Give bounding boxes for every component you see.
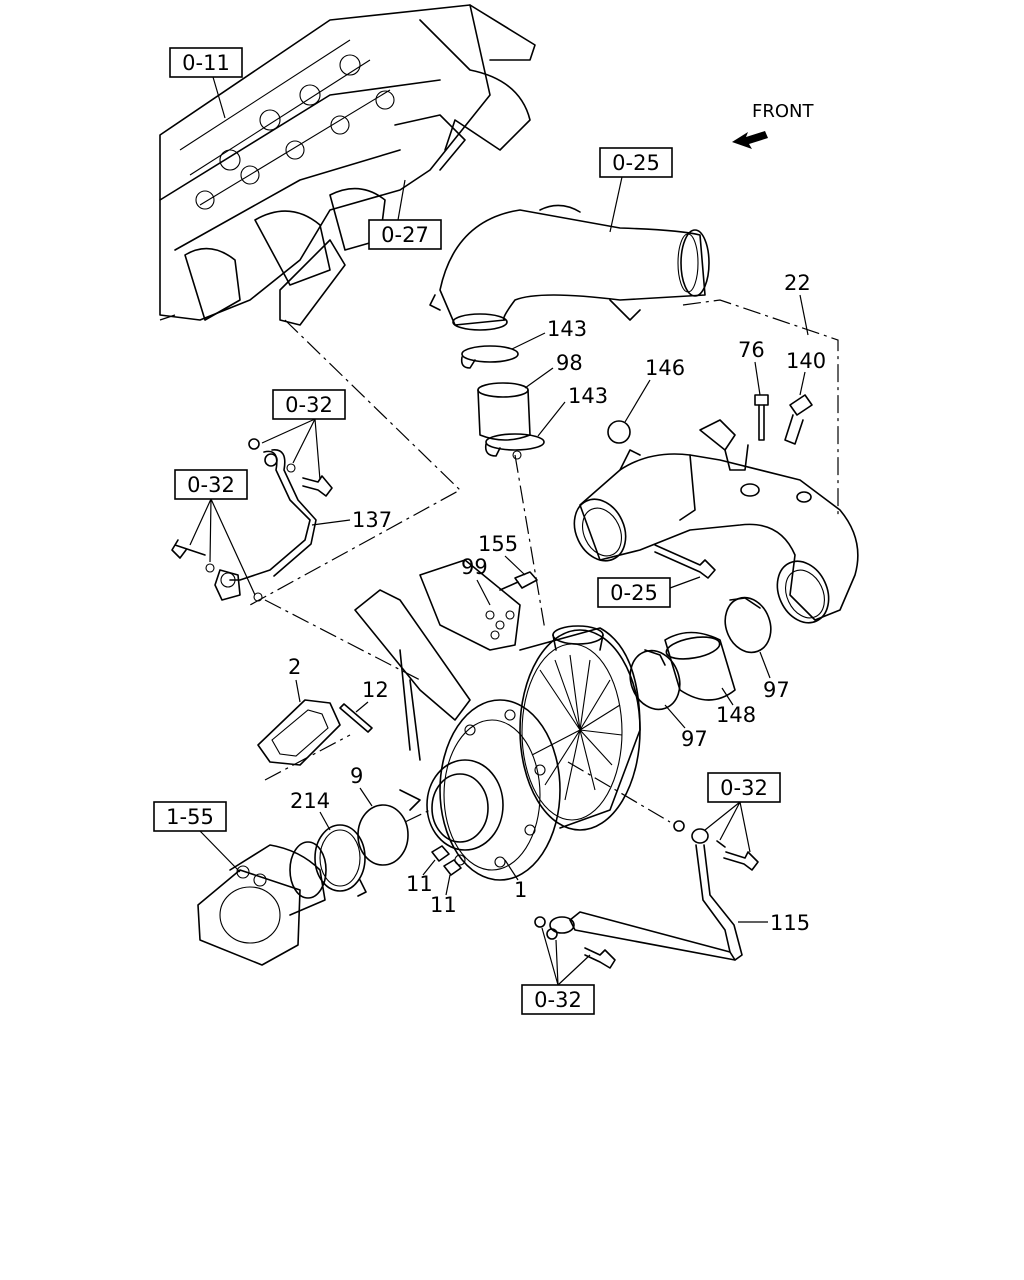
front-label: FRONT bbox=[752, 101, 814, 122]
part-label-11-upper[interactable]: 11 bbox=[406, 872, 433, 896]
assembly-guide-lines bbox=[159, 299, 839, 823]
part-label-22[interactable]: 22 bbox=[784, 271, 811, 295]
ref-box-cylinder-head[interactable]: 0-11 bbox=[169, 47, 243, 78]
ref-leader-oil-return-1 bbox=[704, 801, 751, 853]
ref-leader-oil-feed-upper-1 bbox=[261, 418, 321, 481]
ref-leader-cylinder-head bbox=[212, 76, 226, 119]
exhaust-adapter-drawing bbox=[197, 804, 409, 966]
svg-text:0-25: 0-25 bbox=[610, 581, 658, 605]
part-label-11-lower[interactable]: 11 bbox=[430, 893, 457, 917]
intake-elbow-pipe-drawing bbox=[429, 204, 710, 331]
ref-box-oil-return-1[interactable]: 0-32 bbox=[707, 772, 781, 803]
ref-box-pipe-clamp[interactable]: 0-25 bbox=[597, 577, 671, 608]
part-label-143-upper[interactable]: 143 bbox=[547, 317, 587, 341]
part-label-140[interactable]: 140 bbox=[786, 349, 826, 373]
part-label-155[interactable]: 155 bbox=[478, 532, 518, 556]
ref-box-exhaust-adapter[interactable]: 1-55 bbox=[153, 801, 227, 832]
outlet-pipe-assembly-drawing bbox=[573, 394, 859, 711]
part-label-98[interactable]: 98 bbox=[556, 351, 583, 375]
part-label-99[interactable]: 99 bbox=[461, 555, 488, 579]
part-label-97-left[interactable]: 97 bbox=[681, 727, 708, 751]
ref-box-oil-feed-upper-2[interactable]: 0-32 bbox=[174, 469, 248, 500]
ref-leader-oil-feed-upper-2 bbox=[189, 498, 256, 596]
ref-leader-oil-return-2 bbox=[541, 927, 591, 986]
svg-text:0-32: 0-32 bbox=[187, 473, 235, 497]
front-arrow-icon bbox=[732, 131, 768, 149]
ref-box-intake-pipe[interactable]: 0-25 bbox=[599, 147, 673, 178]
svg-text:0-32: 0-32 bbox=[285, 393, 333, 417]
ref-box-oil-return-2[interactable]: 0-32 bbox=[521, 984, 595, 1015]
part-label-12[interactable]: 12 bbox=[362, 678, 389, 702]
part-label-115[interactable]: 115 bbox=[770, 911, 810, 935]
part-label-146[interactable]: 146 bbox=[645, 356, 685, 380]
front-direction-indicator: FRONT bbox=[732, 101, 814, 149]
svg-text:1-55: 1-55 bbox=[166, 805, 214, 829]
ref-leader-exhaust-adapter bbox=[199, 830, 241, 873]
ref-leader-exhaust-manifold bbox=[397, 179, 406, 221]
oil-feed-pipe-drawing bbox=[171, 438, 333, 602]
ref-box-exhaust-manifold[interactable]: 0-27 bbox=[368, 219, 442, 250]
part-label-9[interactable]: 9 bbox=[350, 764, 363, 788]
part-label-2[interactable]: 2 bbox=[288, 655, 301, 679]
ref-box-oil-feed-upper-1[interactable]: 0-32 bbox=[272, 389, 346, 420]
part-labels: 22 76 140 146 143 98 143 137 155 99 2 12… bbox=[288, 271, 826, 935]
upper-hose-and-clamps-drawing bbox=[460, 345, 545, 460]
svg-text:0-25: 0-25 bbox=[612, 151, 660, 175]
part-label-1[interactable]: 1 bbox=[514, 878, 527, 902]
part-label-137[interactable]: 137 bbox=[352, 508, 392, 532]
svg-text:0-32: 0-32 bbox=[720, 776, 768, 800]
oil-return-pipe-drawing bbox=[534, 820, 759, 969]
svg-text:0-32: 0-32 bbox=[534, 988, 582, 1012]
ref-leader-intake-pipe bbox=[609, 176, 623, 233]
ref-leader-pipe-clamp bbox=[669, 576, 701, 589]
part-label-97-right[interactable]: 97 bbox=[763, 678, 790, 702]
svg-text:0-11: 0-11 bbox=[182, 51, 230, 75]
part-label-143-lower[interactable]: 143 bbox=[568, 384, 608, 408]
turbocharger-body-drawing bbox=[257, 559, 641, 881]
part-label-214[interactable]: 214 bbox=[290, 789, 330, 813]
svg-text:0-27: 0-27 bbox=[381, 223, 429, 247]
part-label-148[interactable]: 148 bbox=[716, 703, 756, 727]
part-label-76[interactable]: 76 bbox=[738, 338, 765, 362]
